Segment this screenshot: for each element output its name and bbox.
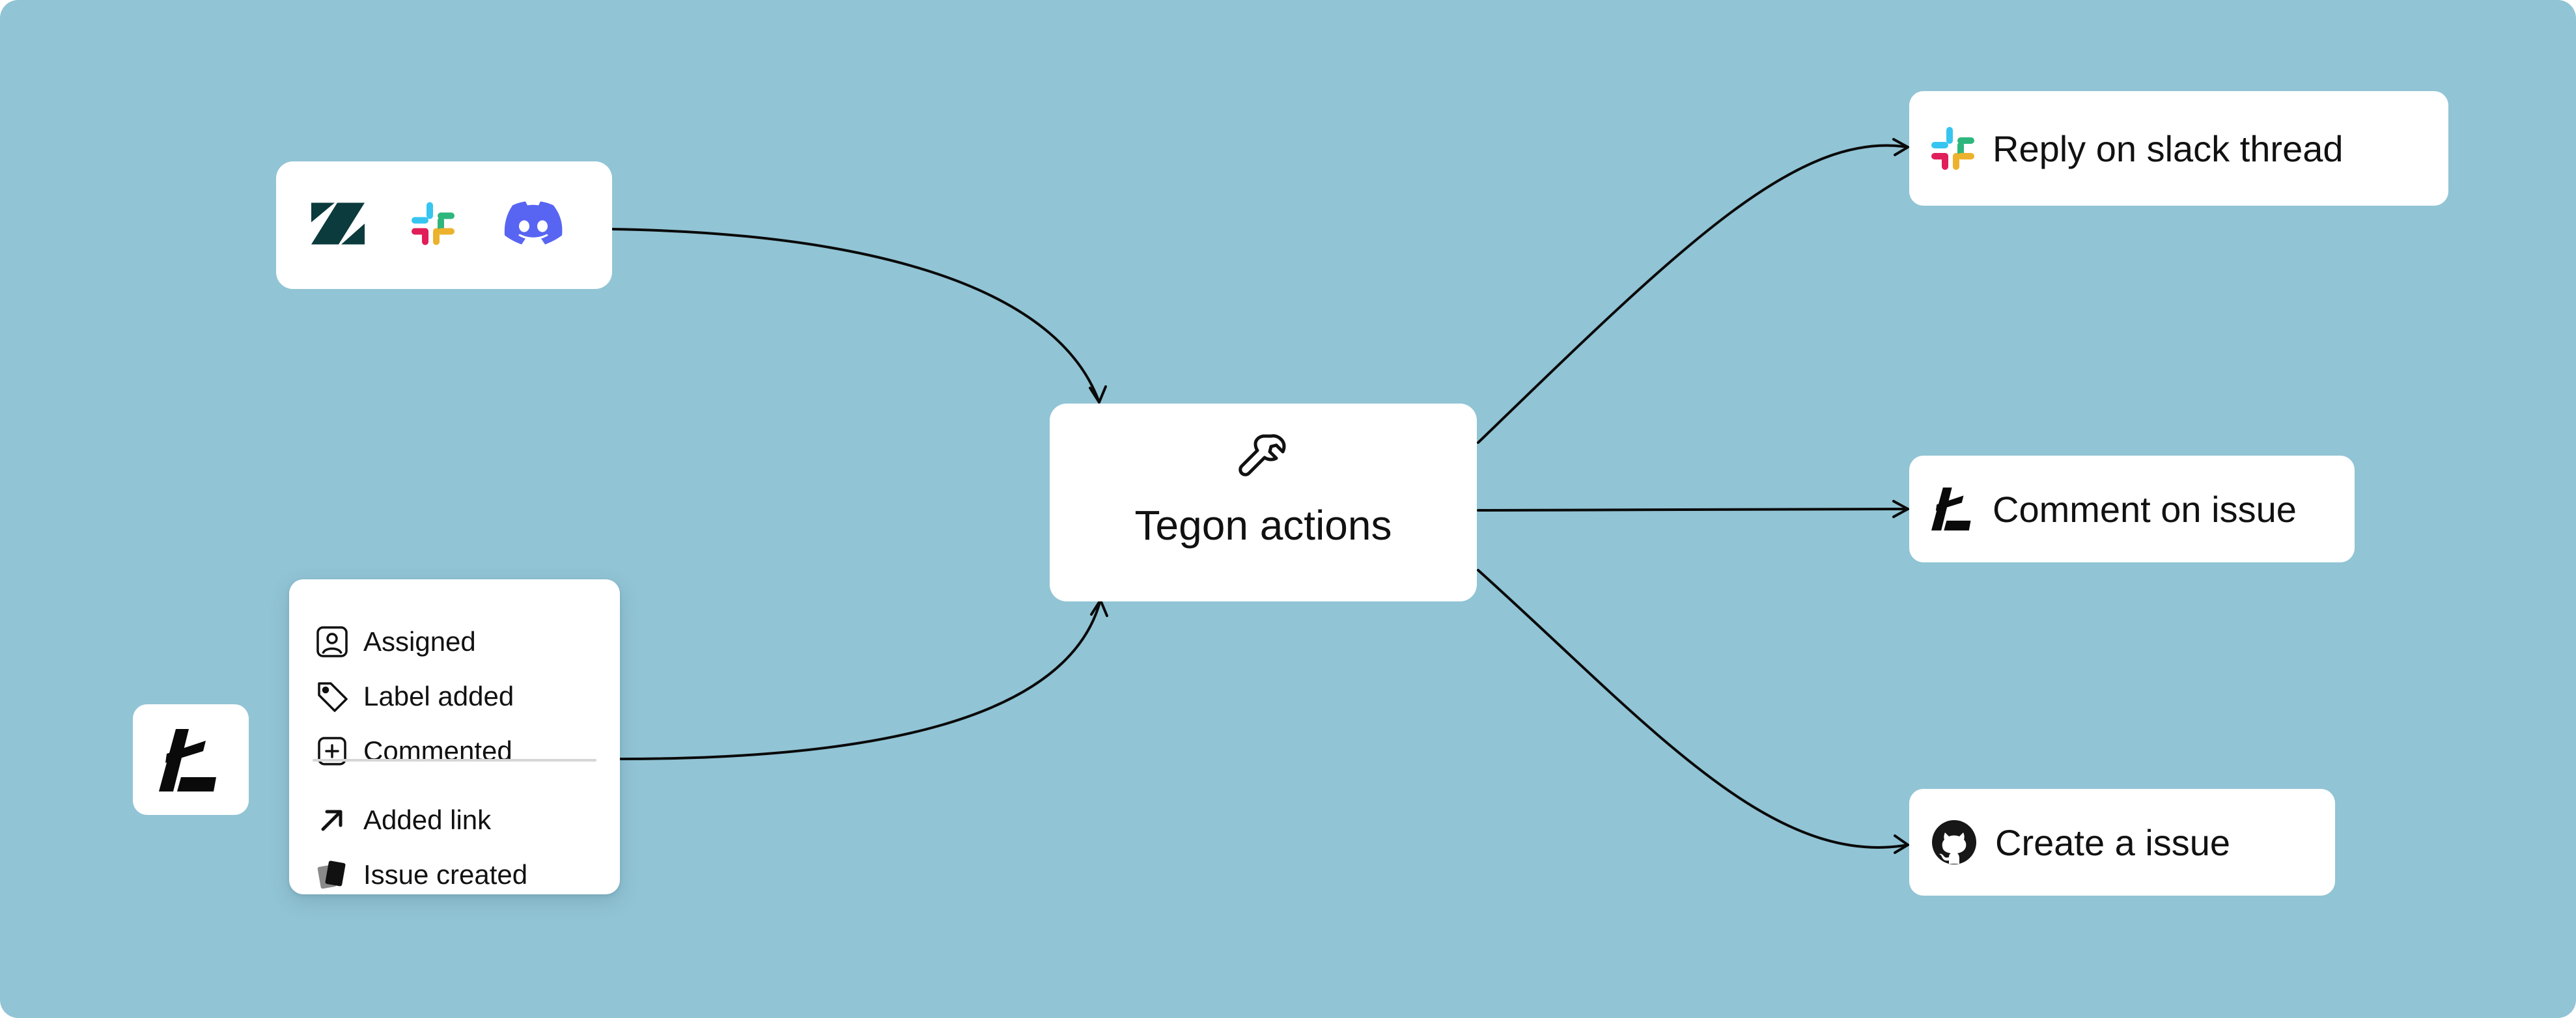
event-label: Assigned xyxy=(363,626,476,657)
action-reply-slack[interactable]: Reply on slack thread xyxy=(1909,91,2448,206)
assigned-user-icon xyxy=(316,626,348,657)
edge-actions-to-comment xyxy=(1477,508,1909,512)
edge-actions-to-github xyxy=(1477,569,1909,849)
event-label: Label added xyxy=(363,681,514,711)
issue-cards-icon xyxy=(317,860,346,889)
zendesk-icon xyxy=(311,202,365,248)
center-title: Tegon actions xyxy=(1134,502,1392,549)
slack-icon xyxy=(1931,127,1974,170)
event-item-added-link[interactable]: Added link xyxy=(315,793,491,847)
edge-sources-to-actions xyxy=(611,228,1100,404)
event-item-label-added[interactable]: Label added xyxy=(315,669,514,724)
github-icon xyxy=(1932,820,1976,864)
tegon-logo-icon xyxy=(1931,488,1971,530)
tegon-logo-tile xyxy=(133,704,249,815)
action-label: Comment on issue xyxy=(1993,488,2297,530)
tag-icon xyxy=(318,682,348,712)
event-label: Commented xyxy=(363,736,512,766)
slack-icon xyxy=(412,202,455,249)
arrowhead-actions-to-github xyxy=(1894,834,1909,854)
event-item-issue-created[interactable]: Issue created xyxy=(315,847,527,902)
sources-card xyxy=(276,161,612,289)
edge-events-to-actions xyxy=(619,599,1102,760)
events-card: Assigned Label added Commented Added lin… xyxy=(289,579,620,894)
arrowhead-sources-to-actions xyxy=(1089,385,1107,404)
arrow-up-right-icon xyxy=(321,810,343,831)
action-create-issue[interactable]: Create a issue xyxy=(1909,789,2335,896)
event-label: Added link xyxy=(363,805,492,835)
event-item-assigned[interactable]: Assigned xyxy=(315,614,476,669)
discord-icon xyxy=(504,201,563,249)
event-label: Issue created xyxy=(363,859,528,890)
tegon-actions-card[interactable]: Tegon actions xyxy=(1050,404,1477,601)
wrench-icon xyxy=(1239,434,1286,476)
arrowhead-actions-to-slack xyxy=(1892,138,1909,156)
tegon-logo-icon xyxy=(159,729,216,791)
event-item-commented[interactable]: Commented xyxy=(315,724,512,778)
action-comment-issue[interactable]: Comment on issue xyxy=(1909,456,2355,562)
action-label: Reply on slack thread xyxy=(1993,128,2344,169)
arrowhead-actions-to-comment xyxy=(1892,500,1909,518)
plus-square-icon xyxy=(318,737,346,765)
events-divider xyxy=(313,759,596,762)
edge-actions-to-slack xyxy=(1477,144,1909,444)
action-label: Create a issue xyxy=(1995,821,2231,863)
